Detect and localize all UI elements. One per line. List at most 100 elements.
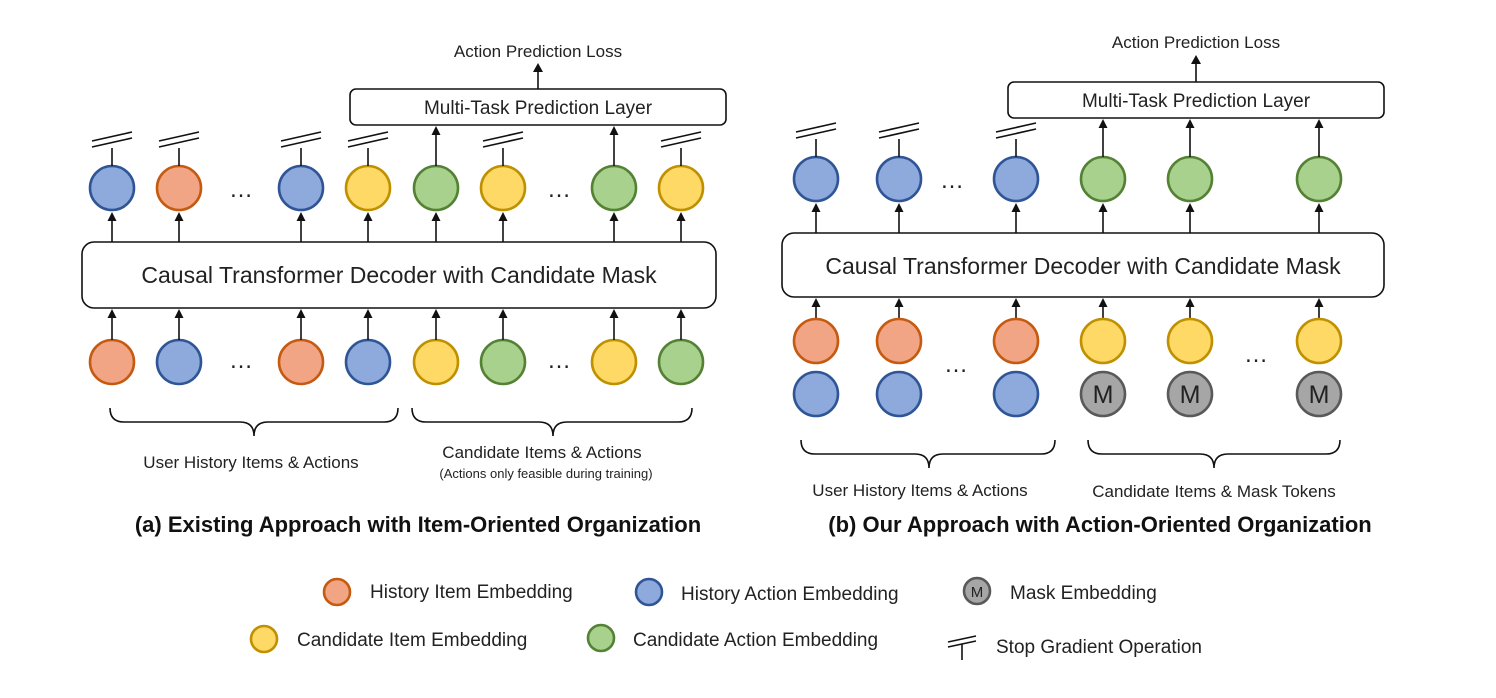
panel-a-history-brace [109,407,399,437]
panel-b-input-node-4-mask-token: M [1079,370,1127,418]
panel-b-input-to-decoder-arrow-2 [894,298,904,318]
panel-b-input-node-4-candidate-item [1079,317,1127,365]
legend-candidate-item-label: Candidate Item Embedding [297,630,527,651]
panel-b: Action Prediction Loss Multi-Task Predic… [781,33,1385,537]
panel-b-input-ellipsis-1: … [944,351,968,378]
panel-a-input-node-4-history-action [344,338,392,386]
panel-b-stop-gradient-3 [995,122,1037,157]
panel-a-input-to-decoder-arrow-8 [676,309,686,340]
panel-b-input-to-decoder-arrow-6 [1314,298,1324,318]
panel-b-input-node-6-mask-token-circle [1295,370,1343,418]
panel-b-decoder-to-output-arrow-3 [1011,203,1021,233]
panel-b-input-node-2-history-item [875,317,923,365]
panel-b-input-to-decoder-arrow-5 [1185,298,1195,318]
panel-a-output-node-6-candidate-item [479,164,527,212]
panel-a-input-to-decoder-arrow-2 [174,309,184,340]
panel-b-input-node-1-history-item [792,317,840,365]
panel-a-input-node-5-candidate-item [412,338,460,386]
panel-b-output-node-1-history-action [792,155,840,203]
panel-b-decoder-to-output-arrow-6 [1314,203,1324,233]
panel-a-candidate-group-label: Candidate Items & Actions [442,443,641,462]
panel-b-history-group-label: User History Items & Actions [812,481,1027,500]
panel-b-input-to-decoder-arrow-4 [1098,298,1108,318]
legend-stop-gradient-label: Stop Gradient Operation [996,637,1202,658]
legend-candidate-item-swatch [249,624,279,654]
panel-b-input-node-3-history-action [992,370,1040,418]
panel-a-prediction-layer-label: Multi-Task Prediction Layer [424,98,653,119]
legend-history-item-label: History Item Embedding [370,582,573,603]
panel-a-input-node-1-history-item [88,338,136,386]
panel-b-candidate-group-label: Candidate Items & Mask Tokens [1092,482,1335,501]
panel-b-output-node-3-history-action [992,155,1040,203]
panel-b-candidate-brace [1087,439,1341,469]
panel-b-prediction-layer-box [1007,81,1385,119]
panel-a-input-to-decoder-arrow-3 [296,309,306,340]
panel-b-output-node-4-candidate-action [1079,155,1127,203]
panel-a-input-to-decoder-arrow-1 [107,309,117,340]
panel-b-output-row [792,119,1343,233]
legend-mask-label: Mask Embedding [1010,583,1157,604]
panel-b-output-ellipsis: … [940,167,964,194]
panel-b-output-node-5-candidate-action [1166,155,1214,203]
legend-candidate-action-swatch [586,623,616,653]
panel-a-stop-gradient-1 [91,131,133,166]
panel-a-prediction-layer-box [349,88,727,126]
panel-b-output-to-layer-arrow-6 [1314,119,1324,157]
panel-a-stop-gradient-6 [482,131,524,166]
panel-a: Action Prediction Loss Multi-Task Predic… [81,42,727,537]
panel-b-loss-arrowhead [1191,55,1201,64]
panel-a-decoder-to-output-arrow-1 [107,212,117,242]
legend-history-action-label: History Action Embedding [681,584,899,605]
panel-a-candidate-group-note: (Actions only feasible during training) [439,466,652,481]
panel-a-decoder-label: Causal Transformer Decoder with Candidat… [141,262,657,288]
panel-a-decoder-to-output-arrow-2 [174,212,184,242]
panel-b-input-node-5-mask-token-circle [1166,370,1214,418]
panel-b-decoder-to-output-arrow-2 [894,203,904,233]
panel-a-input-to-decoder-arrow-4 [363,309,373,340]
panel-a-stop-gradient-2 [158,131,200,166]
legend-mask-swatch-circle [962,576,992,606]
panel-a-decoder-to-output-arrow-8 [676,212,686,242]
panel-a-output-node-5-candidate-action [412,164,460,212]
panel-b-decoder-to-output-arrow-5 [1185,203,1195,233]
panel-a-output-node-8-candidate-item [657,164,705,212]
panel-a-stop-gradient-3 [280,131,322,166]
panel-a-candidate-brace [411,407,693,437]
panel-b-input-node-6-mask-token: M [1295,370,1343,418]
panel-a-input-row [88,309,705,386]
panel-a-decoder-to-output-arrow-7 [609,212,619,242]
panel-a-output-to-layer-arrow-5 [431,126,441,166]
panel-a-decoder-to-output-arrow-3 [296,212,306,242]
panel-a-input-to-decoder-arrow-7 [609,309,619,340]
panel-b-prediction-layer-label: Multi-Task Prediction Layer [1082,91,1311,112]
panel-a-stop-gradient-4 [347,131,389,166]
panel-a-input-to-decoder-arrow-5 [431,309,441,340]
legend-mask-swatch: M [962,576,992,606]
panel-b-decoder-box [781,232,1385,298]
panel-a-input-to-decoder-arrow-6 [498,309,508,340]
panel-a-output-node-1-history-action [88,164,136,212]
panel-b-input-node-1-history-action [792,370,840,418]
legend: M History Item Embedding History Action … [249,576,1202,660]
panel-b-input-node-5-candidate-item [1166,317,1214,365]
panel-a-input-node-2-history-action [155,338,203,386]
panel-a-decoder-box [81,241,717,309]
panel-a-history-group-label: User History Items & Actions [143,453,358,472]
panel-a-decoder-to-output-arrow-6 [498,212,508,242]
panel-b-input-node-2-history-action [875,370,923,418]
panel-a-output-ellipsis-2: … [547,176,571,203]
panel-a-output-node-2-history-item [155,164,203,212]
panel-b-input-node-5-mask-token: M [1166,370,1214,418]
panel-b-input-node-3-history-item [992,317,1040,365]
panel-b-stop-gradient-1 [795,122,837,157]
panel-b-input-node-6-mask-token-letter: M [1309,381,1330,409]
panel-a-output-ellipsis-1: … [229,176,253,203]
panel-b-input-node-5-mask-token-letter: M [1180,381,1201,409]
panel-b-loss-label: Action Prediction Loss [1112,33,1280,52]
stop-gradient-icon [947,635,977,660]
panel-a-input-node-6-candidate-action [479,338,527,386]
panel-b-input-node-4-mask-token-letter: M [1093,381,1114,409]
panel-b-decoder-label: Causal Transformer Decoder with Candidat… [825,253,1341,279]
